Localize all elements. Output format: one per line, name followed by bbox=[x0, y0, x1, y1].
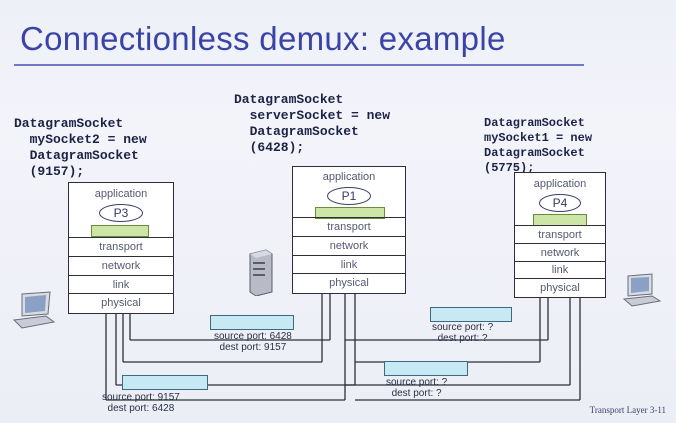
slide-title: Connectionless demux: example bbox=[20, 20, 506, 57]
application-layer-label: application bbox=[533, 178, 587, 190]
left-host-stack: application P3 transport network link ph… bbox=[68, 182, 174, 314]
right-socket-code: DatagramSocket mySocket1 = new DatagramS… bbox=[484, 116, 593, 175]
title-underline bbox=[14, 64, 584, 66]
left-socket-code: DatagramSocket mySocket2 = new DatagramS… bbox=[14, 116, 147, 179]
right-host-stack: application P4 transport network link ph… bbox=[514, 172, 606, 298]
segment-bottom-left bbox=[122, 375, 208, 390]
transport-layer: transport bbox=[515, 225, 605, 244]
physical-layer: physical bbox=[515, 278, 605, 297]
segment-bottom-right-label: source port: ?dest port: ? bbox=[386, 377, 448, 399]
link-layer: link bbox=[69, 275, 173, 294]
link-layer: link bbox=[293, 255, 405, 274]
physical-layer: physical bbox=[69, 293, 173, 313]
laptop-icon bbox=[12, 291, 56, 329]
process-p3: P3 bbox=[99, 204, 143, 222]
slide-footer: Transport Layer 3-11 bbox=[589, 405, 666, 415]
segment-top-right-label: source port: ?dest port: ? bbox=[432, 322, 494, 344]
socket-p3 bbox=[91, 225, 149, 237]
application-layer-label: application bbox=[94, 188, 148, 200]
transport-layer: transport bbox=[293, 217, 405, 237]
laptop-icon bbox=[622, 273, 662, 307]
network-layer: network bbox=[69, 256, 173, 276]
socket-p1 bbox=[315, 207, 385, 219]
server-stack: application P1 transport network link ph… bbox=[292, 166, 406, 294]
application-layer-label: application bbox=[322, 171, 376, 183]
segment-top-left bbox=[210, 315, 294, 330]
network-layer: network bbox=[293, 236, 405, 256]
network-layer: network bbox=[515, 243, 605, 262]
segment-bottom-right bbox=[384, 361, 468, 376]
server-socket-code: DatagramSocket serverSocket = new Datagr… bbox=[234, 92, 391, 155]
server-icon bbox=[249, 249, 273, 296]
link-layer: link bbox=[515, 261, 605, 279]
process-p1: P1 bbox=[327, 187, 371, 205]
physical-layer: physical bbox=[293, 273, 405, 293]
transport-layer: transport bbox=[69, 237, 173, 257]
process-p4: P4 bbox=[539, 194, 581, 212]
segment-top-right bbox=[430, 307, 512, 322]
